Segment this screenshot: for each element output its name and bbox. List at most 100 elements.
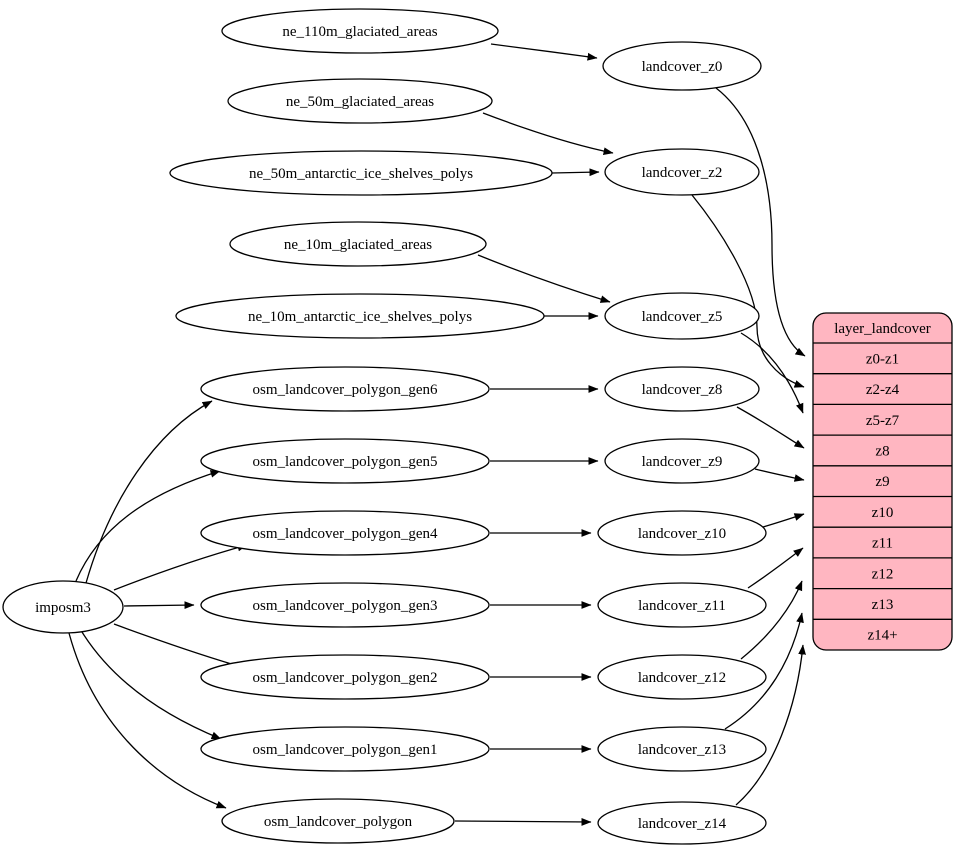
node-landcover_z10-label: landcover_z10 bbox=[638, 526, 726, 542]
table-row-z5-z7: z5-z7 bbox=[866, 413, 900, 429]
edge-imposm3-to-osm_landcover_polygon_gen5 bbox=[75, 470, 221, 582]
node-ne_10m_antarctic_ice_shelves_polys-ellipse bbox=[175, 293, 545, 339]
node-ne_10m_glaciated_areas: ne_10m_glaciated_areas bbox=[229, 221, 487, 267]
node-landcover_z14: landcover_z14 bbox=[597, 801, 767, 845]
node-landcover_z13-label: landcover_z13 bbox=[638, 742, 726, 758]
table-row-z12: z12 bbox=[872, 566, 894, 582]
node-landcover_z13: landcover_z13 bbox=[597, 726, 767, 772]
table-row-z11: z11 bbox=[872, 536, 893, 552]
node-landcover_z0-label: landcover_z0 bbox=[642, 59, 723, 75]
edge-landcover_z5-to-row-z5-z7 bbox=[740, 332, 804, 414]
node-landcover_z11: landcover_z11 bbox=[597, 582, 767, 628]
edge-ne_110m_glaciated_areas-to-landcover_z0 bbox=[490, 43, 598, 61]
table-row-z10: z10 bbox=[872, 505, 894, 521]
node-ne_50m_antarctic_ice_shelves_polys-ellipse bbox=[169, 150, 553, 196]
node-osm_landcover_polygon_gen2: osm_landcover_polygon_gen2 bbox=[200, 654, 490, 700]
node-osm_landcover_polygon_gen3-ellipse bbox=[200, 582, 490, 628]
node-osm_landcover_polygon_gen3: osm_landcover_polygon_gen3 bbox=[200, 582, 490, 628]
node-landcover_z8: landcover_z8 bbox=[604, 366, 760, 412]
node-ne_50m_glaciated_areas-label: ne_50m_glaciated_areas bbox=[286, 94, 434, 110]
node-landcover_z12: landcover_z12 bbox=[597, 654, 767, 700]
table-row-z14+: z14+ bbox=[867, 628, 897, 644]
node-osm_landcover_polygon_gen4-label: osm_landcover_polygon_gen4 bbox=[253, 526, 438, 542]
table-row-z13: z13 bbox=[872, 597, 894, 613]
node-ne_110m_glaciated_areas: ne_110m_glaciated_areas bbox=[221, 8, 499, 54]
node-landcover_z8-ellipse bbox=[604, 366, 760, 412]
node-landcover_z2-ellipse bbox=[604, 148, 760, 196]
edge-ne_50m_glaciated_areas-to-landcover_z2 bbox=[482, 112, 614, 155]
table-row-z9: z9 bbox=[875, 474, 889, 490]
edge-imposm3-to-osm_landcover_polygon bbox=[68, 632, 227, 809]
edge-imposm3-to-osm_landcover_polygon_gen1 bbox=[81, 631, 222, 740]
node-osm_landcover_polygon_gen6-ellipse bbox=[200, 366, 490, 412]
node-ne_110m_glaciated_areas-label: ne_110m_glaciated_areas bbox=[282, 24, 437, 40]
node-osm_landcover_polygon-label: osm_landcover_polygon bbox=[264, 814, 413, 830]
table-layer_landcover-frame bbox=[812, 312, 953, 651]
nodes-layer: ne_110m_glaciated_areas ne_50m_glaciated_… bbox=[2, 8, 767, 845]
node-ne_50m_antarctic_ice_shelves_polys-label: ne_50m_antarctic_ice_shelves_polys bbox=[249, 166, 473, 182]
node-ne_10m_glaciated_areas-label: ne_10m_glaciated_areas bbox=[284, 237, 432, 253]
node-osm_landcover_polygon_gen1: osm_landcover_polygon_gen1 bbox=[200, 726, 490, 772]
edge-landcover_z11-to-row-z11 bbox=[747, 547, 804, 589]
node-ne_10m_glaciated_areas-ellipse bbox=[229, 221, 487, 267]
edge-landcover_z14-to-row-z14+ bbox=[735, 644, 806, 806]
node-ne_50m_glaciated_areas-ellipse bbox=[227, 78, 493, 124]
node-osm_landcover_polygon-ellipse bbox=[221, 798, 455, 844]
node-osm_landcover_polygon_gen2-ellipse bbox=[200, 654, 490, 700]
node-landcover_z10: landcover_z10 bbox=[597, 510, 767, 556]
node-landcover_z11-label: landcover_z11 bbox=[638, 598, 726, 614]
edge-landcover_z0-to-row-z0-z1 bbox=[715, 87, 806, 357]
edge-landcover_z10-to-row-z10 bbox=[762, 513, 805, 528]
node-osm_landcover_polygon_gen4: osm_landcover_polygon_gen4 bbox=[200, 510, 490, 556]
edge-imposm3-to-osm_landcover_polygon_gen6 bbox=[85, 400, 213, 584]
edge-imposm3-to-osm_landcover_polygon_gen4 bbox=[113, 543, 248, 591]
node-landcover_z14-label: landcover_z14 bbox=[638, 816, 727, 832]
table-title: layer_landcover bbox=[834, 321, 931, 337]
node-landcover_z9: landcover_z9 bbox=[604, 438, 760, 484]
edge-ne_50m_antarctic_ice_shelves_polys-to-landcover_z2 bbox=[551, 168, 600, 177]
node-osm_landcover_polygon_gen3-label: osm_landcover_polygon_gen3 bbox=[253, 598, 438, 614]
node-landcover_z14-ellipse bbox=[597, 801, 767, 845]
node-osm_landcover_polygon_gen5-ellipse bbox=[200, 438, 490, 484]
node-ne_10m_antarctic_ice_shelves_polys: ne_10m_antarctic_ice_shelves_polys bbox=[175, 293, 545, 339]
node-imposm3-label: imposm3 bbox=[35, 600, 91, 616]
node-osm_landcover_polygon_gen1-label: osm_landcover_polygon_gen1 bbox=[253, 742, 438, 758]
edge-osm_landcover_polygon-to-landcover_z14 bbox=[454, 818, 592, 826]
node-landcover_z5-ellipse bbox=[604, 292, 760, 340]
node-landcover_z5: landcover_z5 bbox=[604, 292, 760, 340]
node-osm_landcover_polygon_gen5: osm_landcover_polygon_gen5 bbox=[200, 438, 490, 484]
edge-landcover_z13-to-row-z13 bbox=[724, 612, 804, 730]
node-osm_landcover_polygon_gen6: osm_landcover_polygon_gen6 bbox=[200, 366, 490, 412]
edge-landcover_z12-to-row-z12 bbox=[740, 580, 803, 660]
node-landcover_z2: landcover_z2 bbox=[604, 148, 760, 196]
edge-landcover_z2-to-row-z2-z4 bbox=[691, 194, 805, 388]
node-osm_landcover_polygon_gen4-ellipse bbox=[200, 510, 490, 556]
node-imposm3-ellipse bbox=[2, 580, 124, 634]
node-ne_10m_antarctic_ice_shelves_polys-label: ne_10m_antarctic_ice_shelves_polys bbox=[248, 309, 472, 325]
edge-landcover_z8-to-row-z8 bbox=[736, 406, 805, 449]
node-ne_50m_glaciated_areas: ne_50m_glaciated_areas bbox=[227, 78, 493, 124]
table-row-z2-z4: z2-z4 bbox=[866, 382, 900, 398]
node-landcover_z12-ellipse bbox=[597, 654, 767, 700]
node-imposm3: imposm3 bbox=[2, 580, 124, 634]
table-row-z0-z1: z0-z1 bbox=[866, 351, 899, 367]
table-layer: layer_landcoverz0-z1z2-z4z5-z7z8z9z10z11… bbox=[812, 312, 953, 651]
edge-ne_10m_glaciated_areas-to-landcover_z5 bbox=[477, 254, 611, 303]
node-landcover_z9-label: landcover_z9 bbox=[642, 454, 723, 470]
edge-imposm3-to-osm_landcover_polygon_gen3 bbox=[123, 601, 195, 610]
node-osm_landcover_polygon: osm_landcover_polygon bbox=[221, 798, 455, 844]
node-landcover_z10-ellipse bbox=[597, 510, 767, 556]
node-landcover_z0-ellipse bbox=[602, 41, 762, 91]
node-osm_landcover_polygon_gen5-label: osm_landcover_polygon_gen5 bbox=[253, 454, 438, 470]
node-osm_landcover_polygon_gen6-label: osm_landcover_polygon_gen6 bbox=[253, 382, 438, 398]
node-osm_landcover_polygon_gen1-ellipse bbox=[200, 726, 490, 772]
node-landcover_z12-label: landcover_z12 bbox=[638, 670, 726, 686]
table-layer_landcover: layer_landcoverz0-z1z2-z4z5-z7z8z9z10z11… bbox=[812, 312, 953, 651]
node-landcover_z13-ellipse bbox=[597, 726, 767, 772]
edges-layer bbox=[68, 43, 806, 826]
node-landcover_z5-label: landcover_z5 bbox=[642, 309, 723, 325]
node-landcover_z11-ellipse bbox=[597, 582, 767, 628]
node-ne_50m_antarctic_ice_shelves_polys: ne_50m_antarctic_ice_shelves_polys bbox=[169, 150, 553, 196]
